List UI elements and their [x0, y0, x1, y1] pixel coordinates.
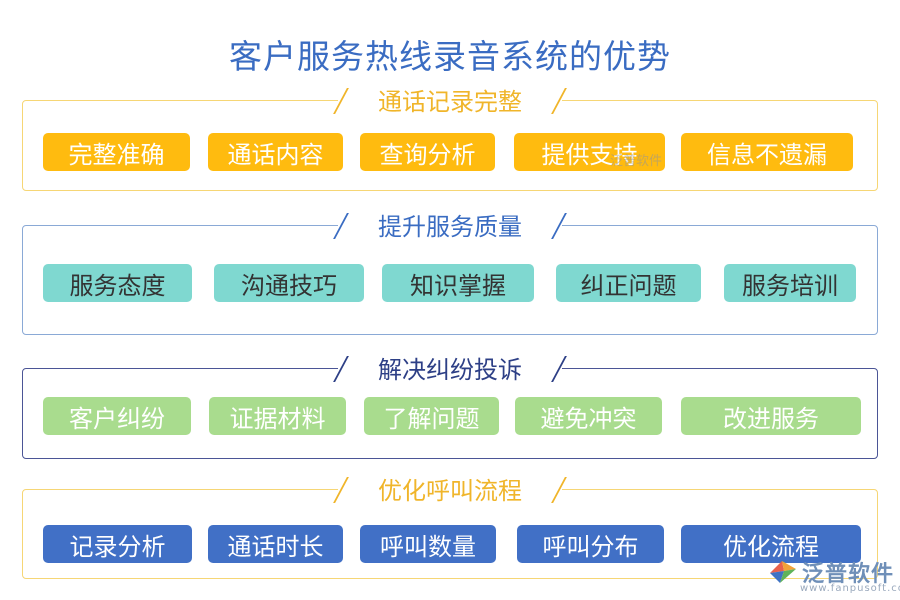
tag-item: 沟通技巧: [214, 264, 364, 302]
tag-item: 客户纠纷: [43, 397, 191, 435]
section-title: 提升服务质量: [333, 206, 567, 242]
divider-slash: [333, 212, 349, 239]
tag-item: 提供支持: [514, 133, 665, 171]
divider-slash: [551, 355, 567, 382]
section-service-quality: 提升服务质量 服务态度 沟通技巧 知识掌握 纠正问题 服务培训: [22, 206, 878, 335]
tag-item: 查询分析: [360, 133, 495, 171]
watermark: 泛普软件: [610, 154, 663, 169]
tag-item: 纠正问题: [556, 264, 701, 302]
tag-item: 服务培训: [724, 264, 856, 302]
section-dispute-resolution: 解决纠纷投诉 客户纠纷 证据材料 了解问题 避免冲突 改进服务: [22, 349, 878, 459]
fanpu-logo-icon: [770, 561, 796, 583]
section-title: 通话记录完整: [333, 81, 567, 117]
brand-url: www.fanpusoft.com: [800, 583, 900, 594]
tag-item: 通话内容: [208, 133, 343, 171]
tag-item: 了解问题: [364, 397, 499, 435]
section-record-complete: 通话记录完整 完整准确 通话内容 查询分析 提供支持 信息不遗漏: [22, 81, 878, 191]
tag-item: 证据材料: [209, 397, 346, 435]
tag-item: 改进服务: [681, 397, 861, 435]
tag-item: 优化流程: [681, 525, 861, 563]
tag-item: 呼叫数量: [360, 525, 496, 563]
tag-item: 完整准确: [43, 133, 190, 171]
tag-item: 避免冲突: [515, 397, 662, 435]
section-title: 优化呼叫流程: [333, 470, 567, 506]
tag-item: 服务态度: [43, 264, 192, 302]
tag-item: 记录分析: [43, 525, 192, 563]
brand-name: 泛普软件: [802, 562, 895, 587]
divider-slash: [333, 355, 349, 382]
divider-slash: [333, 87, 349, 114]
section-call-flow: 优化呼叫流程 记录分析 通话时长 呼叫数量 呼叫分布 优化流程: [22, 470, 878, 579]
tag-item: 呼叫分布: [517, 525, 664, 563]
tag-item: 知识掌握: [382, 264, 534, 302]
tag-item: 通话时长: [208, 525, 343, 563]
divider-slash: [333, 476, 349, 503]
brand-logo: 泛普软件: [768, 556, 894, 588]
divider-slash: [551, 212, 567, 239]
divider-slash: [551, 476, 567, 503]
page-title: 客户服务热线录音系统的优势: [229, 37, 671, 76]
tag-item: 信息不遗漏: [681, 133, 853, 171]
section-title: 解决纠纷投诉: [333, 349, 567, 385]
divider-slash: [551, 87, 567, 114]
